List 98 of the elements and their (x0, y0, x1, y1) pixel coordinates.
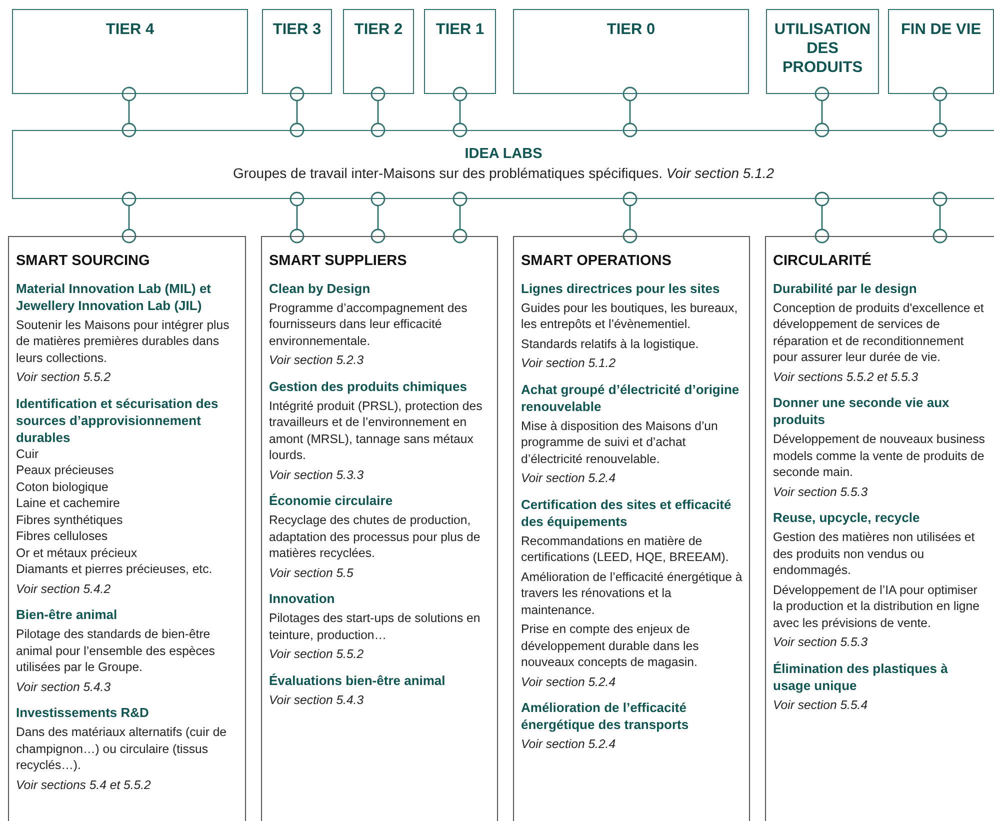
connector (370, 86, 386, 138)
connector (622, 86, 638, 138)
section-heading: Investissements R&D (16, 704, 150, 721)
section-reference: Voir section 5.5 (269, 564, 354, 581)
section-reference: Voir section 5.5.3 (773, 634, 869, 650)
description-text: Recommandations en matière de certifications (LEED, HQE, BREEAM). (521, 532, 730, 566)
tier-box (343, 9, 414, 94)
pillar-column (8, 236, 246, 821)
connector (290, 192, 304, 244)
band-description: Groupes de travail inter-Maisons sur des problématiques spécifiques. Voir section 5.1.2 (232, 165, 774, 181)
connector (290, 86, 304, 138)
connector (452, 192, 468, 244)
section-reference: Voir section 5.5.2 (16, 369, 112, 386)
list-item: Fibres celluloses (16, 528, 109, 544)
section-heading: Évaluations bien-être animal (269, 672, 446, 688)
column-heading: CIRCULARITÉ (773, 253, 872, 270)
section-heading: Élimination des plastiques à usage unique (773, 660, 949, 694)
tier-box (12, 9, 248, 94)
column-heading: SMART SOURCING (16, 253, 151, 270)
section-reference: Voir section 5.5.3 (773, 484, 869, 500)
tier-box (766, 9, 879, 94)
connector (932, 86, 948, 138)
description-text: Soutenir les Maisons pour intégrer plus de matières premières durables dans leurs collections. (16, 316, 230, 366)
connector (122, 192, 136, 244)
section-heading: Material Innovation Lab (MIL) et Jewellery Innovation Lab (JIL) (16, 280, 212, 314)
description-text: Dans des matériaux alternatifs (cuir de champignon…) ou circulaire (tissus recyclés…). (16, 724, 228, 774)
description-text: Programme d’accompagnement des fournisseurs dans leur efficacité environnementale. (269, 300, 468, 349)
section-reference: Voir section 5.1.2 (521, 355, 617, 372)
tier-title: TIER 3 (272, 20, 322, 39)
connector (122, 86, 136, 138)
section-heading: Achat groupé d’électricité d’origine renouvelable (521, 380, 740, 414)
section-reference: Voir section 5.5.2 (269, 646, 365, 662)
description-text: Guides pour les boutiques, les bureaux, les entrepôts et l’évènementiel. (521, 300, 739, 332)
section-heading: Bien-être animal (16, 606, 118, 623)
description-text: Pilotages des start-ups de solutions en teinture, production… (269, 610, 482, 643)
list-item: Or et métaux précieux (16, 544, 138, 561)
section-reference: Voir section 5.4.2 (16, 580, 112, 597)
description-text: Prise en compte des enjeux de développement durable dans les nouveaux concepts de magasin. (521, 621, 700, 670)
section-reference: Voir section 5.3.3 (269, 466, 365, 483)
section-reference: Voir section 5.5.4 (773, 696, 869, 713)
connector (622, 192, 638, 244)
section-reference: Voir section 5.4.3 (269, 692, 365, 708)
description-text: Pilotage des standards de bien-être animal pour l’ensemble des espèces utilisées par le Groupe. (16, 626, 216, 676)
description-text: Développement de nouveaux business models comme la vente de produits de seconde main. (773, 431, 986, 480)
section-reference: Voir section 5.2.4 (521, 736, 617, 752)
section-reference: Voir section 5.2.4 (521, 470, 617, 486)
tier-title: FIN DE VIE (900, 20, 982, 39)
description-text: Gestion des matières non utilisées et des produits non vendus ou endommagés. (773, 529, 976, 578)
working-group-band (12, 130, 994, 199)
description-text: Standards relatifs à la logistique. (521, 336, 700, 352)
section-heading: Lignes directrices pour les sites (521, 280, 721, 296)
description-text: Mise à disposition des Maisons d’un programme de suivi et d’achat d’électricité renouvelable. (521, 418, 719, 467)
tier-title: TIER 1 (436, 20, 484, 39)
section-heading: Amélioration de l’efficacité énergétique des transports (521, 699, 690, 733)
pillar-column (261, 236, 498, 821)
column-heading: SMART SUPPLIERS (269, 253, 408, 270)
section-heading: Certification des sites et efficacité des équipements (521, 496, 732, 530)
section-reference: Voir section 5.4.3 (16, 678, 112, 695)
section-reference: Voir sections 5.4 et 5.5.2 (16, 776, 152, 793)
list-item: Fibres synthétiques (16, 512, 124, 528)
section-heading: Clean by Design (269, 280, 372, 296)
tier-title: TIER 0 (606, 20, 656, 39)
list-item: Laine et cachemire (16, 495, 121, 512)
list-item: Coton biologique (16, 478, 110, 495)
tier-box (262, 9, 332, 94)
connector (814, 86, 830, 138)
description-text: Intégrité produit (PRSL), protection des travailleurs et de l’environnement en amont (MRSL), tannage sans métaux lourds. (269, 398, 484, 464)
pillar-column (513, 236, 750, 821)
section-reference: Voir section 5.2.3 (269, 352, 365, 368)
section-heading: Donner une seconde vie aux produits (773, 394, 950, 428)
section-heading: Gestion des produits chimiques (269, 378, 468, 394)
tier-title: UTILISATION DES PRODUITS (773, 20, 872, 77)
section-heading: Durabilité par le design (773, 280, 918, 296)
section-heading: Identification et sécurisation des sources d’approvisionnement durables (16, 394, 220, 446)
pillar-column (765, 236, 994, 821)
connector (932, 192, 948, 244)
description-text: Conception de produits d'excellence et développement de services de réparation et de reconditionnement pour assurer leur durée de vie. (773, 300, 985, 366)
description-text: Amélioration de l’efficacité énergétique à travers les rénovations et la maintenance. (521, 568, 743, 618)
section-heading: Reuse, upcycle, recycle (773, 509, 921, 526)
description-text: Développement de l’IA pour optimiser la production et la distribution en ligne avec les prévisions de vente. (773, 582, 980, 631)
section-heading: Innovation (269, 590, 336, 607)
tier-title: TIER 4 (106, 20, 154, 39)
tier-box (888, 9, 994, 94)
list-item: Cuir (16, 446, 40, 462)
tier-box (513, 9, 749, 94)
section-reference: Voir sections 5.5.2 et 5.5.3 (773, 368, 920, 385)
column-heading: SMART OPERATIONS (521, 253, 672, 270)
section-reference: Voir section 5.2.4 (521, 674, 617, 690)
section-heading: Économie circulaire (269, 492, 394, 509)
connector (370, 192, 386, 244)
connector (814, 192, 830, 244)
connector (452, 86, 468, 138)
list-item: Diamants et pierres précieuses, etc. (16, 561, 214, 578)
tier-box (424, 9, 496, 94)
band-title: IDEA LABS (464, 146, 542, 162)
list-item: Peaux précieuses (16, 462, 115, 478)
description-text: Recyclage des chutes de production, adaptation des processus pour plus de matières recyclées. (269, 512, 482, 562)
tier-title: TIER 2 (354, 20, 403, 39)
